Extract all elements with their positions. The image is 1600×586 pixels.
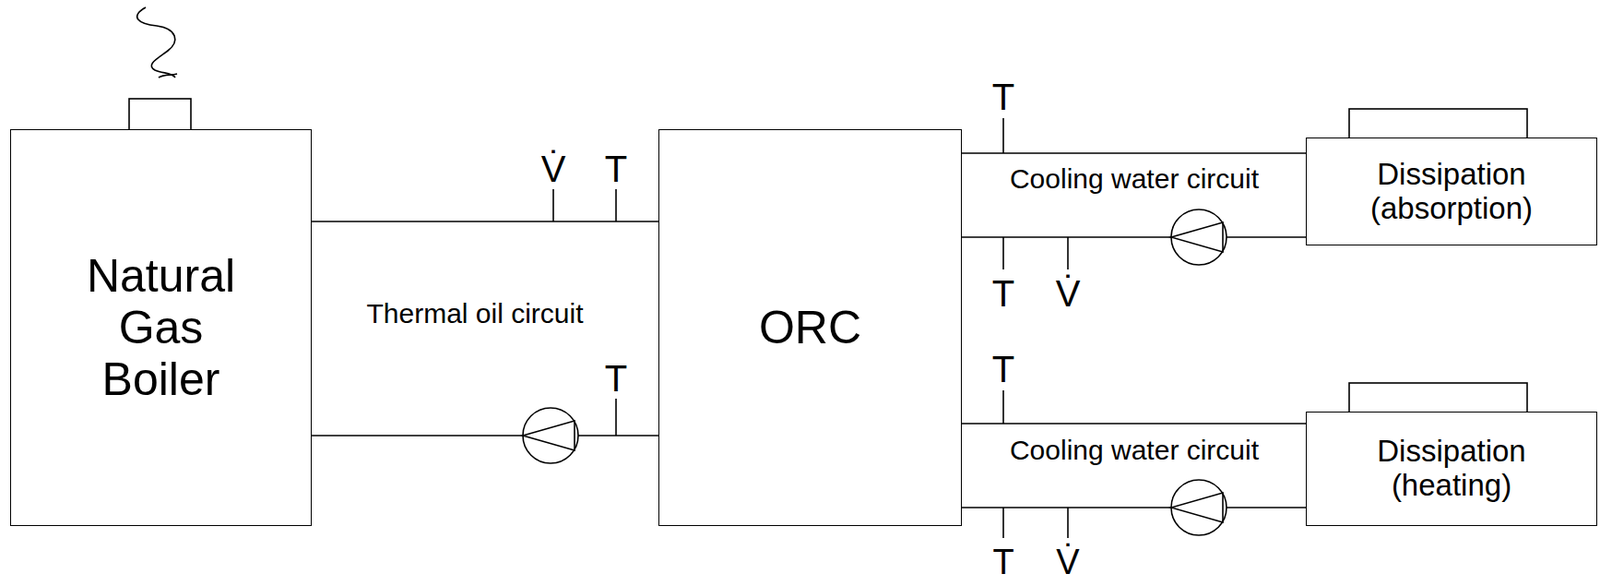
flow-sensor: V̇ [1055,544,1079,580]
temperature-sensor: T [604,150,628,188]
pipe-line [961,422,1306,425]
temperature-sensor: T [992,78,1015,116]
pump-symbol [1171,479,1227,535]
temperature-sensor: T [992,544,1014,580]
node-text: ORC [758,301,862,354]
unit-top [1349,382,1528,413]
sensor-tick [615,398,617,436]
sensor-tick [1002,237,1005,270]
circuit-label: Thermal oil circuit [366,299,583,328]
sensor-tick [1002,118,1005,154]
node-text: Dissipation (heating) [1340,434,1563,503]
sensor-tick [1066,237,1069,270]
boiler-box: Natural Gas Boiler [10,129,312,526]
chimney [129,98,191,131]
pipe-line [961,152,1306,155]
temperature-sensor: T [992,350,1015,388]
sensor-tick [552,189,555,222]
flow-sensor: V̇ [1055,274,1081,312]
smoke-squiggle [158,73,178,78]
dissipation-box: Dissipation (absorption) [1305,137,1598,246]
temperature-sensor: T [604,359,628,397]
sensor-tick [1002,507,1005,538]
pump-symbol [522,407,579,463]
flow-sensor: V̇ [541,150,567,188]
pipe-line [961,236,1306,238]
dissipation-box: Dissipation (heating) [1305,411,1598,526]
node-text: Dissipation (absorption) [1340,157,1563,226]
unit-top [1349,108,1528,139]
sensor-tick [1002,390,1005,424]
circuit-label: Cooling water circuit [1009,436,1259,464]
circuit-label: Cooling water circuit [1009,165,1259,193]
sensor-tick [615,189,617,222]
pipe-line [311,434,659,437]
pump-symbol [1171,209,1227,265]
sensor-tick [1066,507,1069,538]
smoke-squiggle [137,7,176,78]
pipe-line [961,506,1306,509]
temperature-sensor: T [992,274,1015,312]
process-box: ORC [658,129,962,526]
node-text: Natural Gas Boiler [69,249,254,405]
pipe-line [311,220,659,223]
